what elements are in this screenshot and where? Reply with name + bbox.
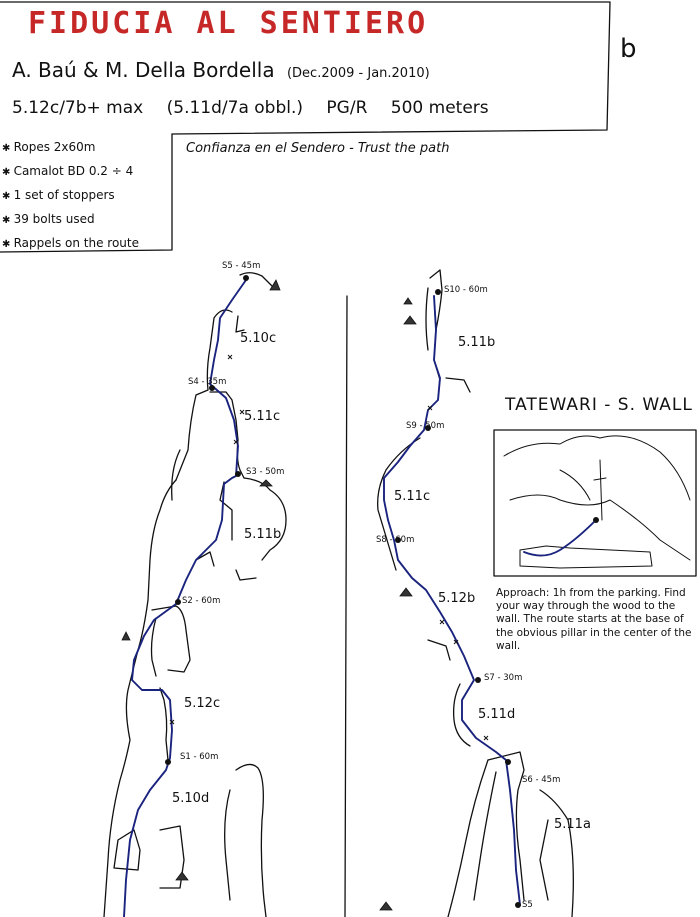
left-station-label: S2 - 60m [182, 596, 221, 606]
left-pitch-grade: 5.10c [240, 331, 277, 346]
route-length: 500 meters [390, 98, 489, 118]
right-station-label: S10 - 60m [444, 285, 488, 295]
left-station-label: S4 - 35m [188, 377, 227, 387]
left-rock-outline [103, 272, 287, 917]
shrub-marks [121, 279, 417, 911]
right-pitch-grade: 5.12b [438, 591, 476, 606]
protection-rating: PG/R [326, 98, 368, 118]
left-pitch-grade: 5.12c [184, 696, 221, 711]
right-pitch-grade: 5.11d [478, 707, 516, 722]
inset-title: TATEWARI - S. WALL [505, 395, 693, 415]
anchors [165, 275, 599, 908]
route-authors: A. Baú & M. Della Bordella (Dec.2009 - J… [12, 60, 430, 80]
gear-item: 1 set of stoppers [2, 184, 139, 208]
authors-text: A. Baú & M. Della Bordella [12, 58, 275, 82]
gear-item: 39 bolts used [2, 208, 139, 232]
bolt-marks [169, 354, 489, 741]
right-rock-outline [377, 269, 574, 917]
center-divider [344, 295, 348, 917]
route-title: FIDUCIA AL SENTIERO [28, 6, 429, 41]
left-station-label: S1 - 60m [180, 752, 219, 762]
right-station-label: S9 - 50m [406, 421, 445, 431]
gear-item: Rappels on the route [2, 232, 139, 256]
approach-text: Approach: 1h from the parking. Find your… [496, 587, 692, 652]
right-pitch-grade: 5.11c [394, 489, 431, 504]
left-station-label: S5 - 45m [222, 261, 261, 271]
grade-max: 5.12c/7b+ max [12, 98, 144, 118]
header-frame [0, 1, 611, 135]
left-station-label: S3 - 50m [246, 467, 285, 477]
left-pitch-grade: 5.11b [244, 527, 282, 542]
grade-line: 5.12c/7b+ max (5.11d/7a obbl.) PG/R 500 … [12, 100, 507, 117]
gear-item: Ropes 2x60m [2, 136, 139, 160]
gear-list: Ropes 2x60m Camalot BD 0.2 ÷ 4 1 set of … [2, 136, 139, 256]
left-pitch-grade: 5.10d [172, 791, 210, 806]
right-pitch-grade: 5.11a [554, 817, 591, 832]
right-station-label: S5 [522, 900, 533, 910]
left-pitch-grade: 5.11c [244, 409, 281, 424]
page-mark: b [620, 34, 637, 64]
route-dates: (Dec.2009 - Jan.2010) [286, 66, 430, 81]
right-station-label: S7 - 30m [484, 673, 523, 683]
inset-route-line [523, 519, 597, 557]
right-station-label: S8 - 60m [376, 535, 415, 545]
grade-obbl: (5.11d/7a obbl.) [166, 98, 304, 118]
inset-sketch [503, 435, 691, 569]
inset-frame [493, 429, 697, 577]
right-pitch-grade: 5.11b [458, 335, 496, 350]
gear-item: Camalot BD 0.2 ÷ 4 [2, 160, 139, 184]
route-subtitle: Confianza en el Sendero - Trust the path [186, 141, 450, 156]
right-station-label: S6 - 45m [522, 775, 561, 785]
